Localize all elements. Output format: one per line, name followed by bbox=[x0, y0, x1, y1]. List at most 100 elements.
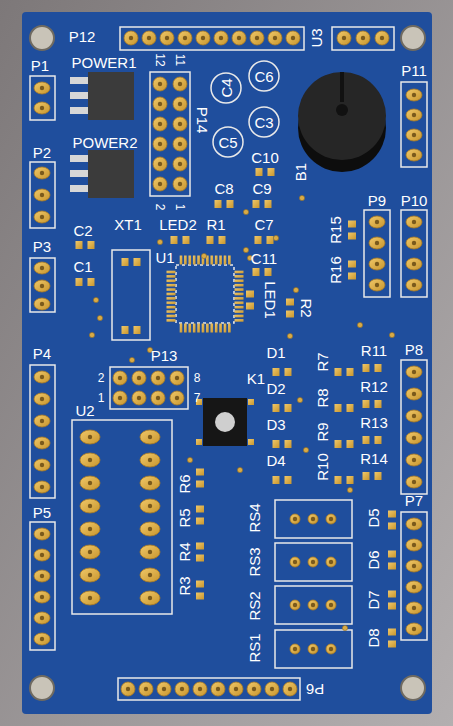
pad-hole bbox=[342, 36, 346, 40]
smd-pad bbox=[235, 271, 244, 274]
silkscreen-label: POWER1 bbox=[71, 55, 136, 70]
through-hole-pad bbox=[140, 568, 160, 582]
pad-hole bbox=[412, 220, 416, 224]
smd-pad bbox=[235, 284, 244, 287]
through-hole-pad bbox=[406, 518, 422, 530]
through-hole-pad bbox=[247, 682, 261, 696]
pad-hole bbox=[412, 606, 416, 610]
pad-hole bbox=[88, 527, 92, 531]
smd-pad bbox=[363, 472, 370, 480]
pad-hole bbox=[137, 376, 141, 380]
through-hole-pad bbox=[140, 430, 160, 444]
through-hole-pad bbox=[140, 522, 160, 536]
through-hole-pad bbox=[326, 600, 336, 610]
smd-pad bbox=[122, 258, 129, 266]
pad-hole bbox=[412, 113, 416, 117]
silkscreen-label: 12 bbox=[154, 53, 166, 66]
smd-pad bbox=[183, 236, 190, 244]
smd-pad bbox=[235, 319, 244, 322]
through-hole-pad bbox=[406, 388, 422, 400]
pad-hole bbox=[158, 182, 162, 186]
smd-pad bbox=[285, 476, 292, 484]
smd-pad bbox=[348, 233, 356, 240]
through-hole-pad bbox=[406, 109, 422, 121]
silkscreen-label: P6 bbox=[306, 682, 324, 697]
smd-pad bbox=[196, 581, 204, 588]
pad-hole bbox=[40, 397, 44, 401]
silkscreen-label: D4 bbox=[266, 453, 285, 468]
pad-hole bbox=[412, 480, 416, 484]
smd-pad bbox=[219, 236, 226, 244]
smd-pad bbox=[388, 523, 396, 530]
pad-hole bbox=[88, 596, 92, 600]
pad-hole bbox=[40, 266, 44, 270]
through-hole-pad bbox=[140, 545, 160, 559]
pad-hole bbox=[375, 241, 379, 245]
pad-hole bbox=[40, 419, 44, 423]
smd-pad bbox=[167, 302, 176, 305]
pad-hole bbox=[40, 441, 44, 445]
silkscreen-label: R11 bbox=[361, 343, 387, 358]
smd-pad bbox=[202, 324, 205, 333]
silkscreen-label: POWER2 bbox=[72, 135, 137, 150]
smd-pad bbox=[184, 256, 187, 265]
silkscreen-label: 2 bbox=[154, 204, 166, 211]
through-hole-pad bbox=[132, 391, 146, 405]
smd-pad bbox=[76, 278, 83, 286]
through-hole-pad bbox=[406, 366, 422, 378]
through-hole-pad bbox=[214, 31, 228, 45]
smd-pad bbox=[235, 310, 244, 313]
smd-pad bbox=[268, 168, 275, 176]
silkscreen-label: R12 bbox=[360, 379, 388, 394]
silkscreen-label: P9 bbox=[368, 193, 386, 208]
smd-pad bbox=[253, 200, 260, 208]
pad-hole bbox=[175, 396, 179, 400]
smd-pad bbox=[286, 299, 294, 306]
silkscreen-label: R10 bbox=[315, 453, 330, 481]
smd-pad bbox=[375, 436, 382, 444]
through-hole-pad bbox=[34, 570, 50, 582]
pad-hole bbox=[175, 376, 179, 380]
through-hole-pad bbox=[142, 31, 156, 45]
pad-hole bbox=[375, 220, 379, 224]
pad-hole bbox=[412, 414, 416, 418]
smd-pad bbox=[256, 168, 263, 176]
through-hole-pad bbox=[308, 600, 318, 610]
via bbox=[273, 235, 278, 240]
silkscreen-label: P11 bbox=[401, 63, 427, 78]
silkscreen-label: R8 bbox=[315, 388, 330, 407]
pad-hole bbox=[329, 560, 333, 564]
via bbox=[97, 315, 102, 320]
smd-pad bbox=[184, 324, 187, 333]
via bbox=[157, 239, 162, 244]
through-hole-pad bbox=[153, 77, 167, 91]
smd-pad bbox=[167, 306, 176, 309]
through-hole-pad bbox=[34, 393, 50, 405]
silkscreen-label: R4 bbox=[177, 542, 192, 561]
silkscreen-label: D6 bbox=[366, 550, 381, 569]
through-hole-pad bbox=[175, 682, 189, 696]
pad-hole bbox=[234, 687, 238, 691]
smd-pad bbox=[248, 399, 254, 405]
pad-hole bbox=[412, 436, 416, 440]
pad-hole bbox=[118, 376, 122, 380]
through-hole-pad bbox=[173, 97, 187, 111]
smd-pad bbox=[193, 324, 196, 333]
smd-pad bbox=[215, 200, 222, 208]
smd-pad bbox=[88, 241, 95, 249]
smd-pad bbox=[235, 288, 244, 291]
silkscreen-label: C5 bbox=[218, 135, 237, 150]
silkscreen-label: P5 bbox=[33, 505, 51, 520]
through-hole-pad bbox=[173, 137, 187, 151]
pad-hole bbox=[291, 36, 295, 40]
via bbox=[243, 247, 248, 252]
through-hole-pad bbox=[121, 682, 135, 696]
pad-hole bbox=[88, 550, 92, 554]
smd-pad bbox=[167, 275, 176, 278]
silkscreen-label: C1 bbox=[73, 259, 92, 274]
smd-pad bbox=[167, 310, 176, 313]
through-hole-pad bbox=[34, 528, 50, 540]
pad-hole bbox=[412, 543, 416, 547]
pad-hole bbox=[311, 517, 315, 521]
through-hole-pad bbox=[34, 591, 50, 603]
